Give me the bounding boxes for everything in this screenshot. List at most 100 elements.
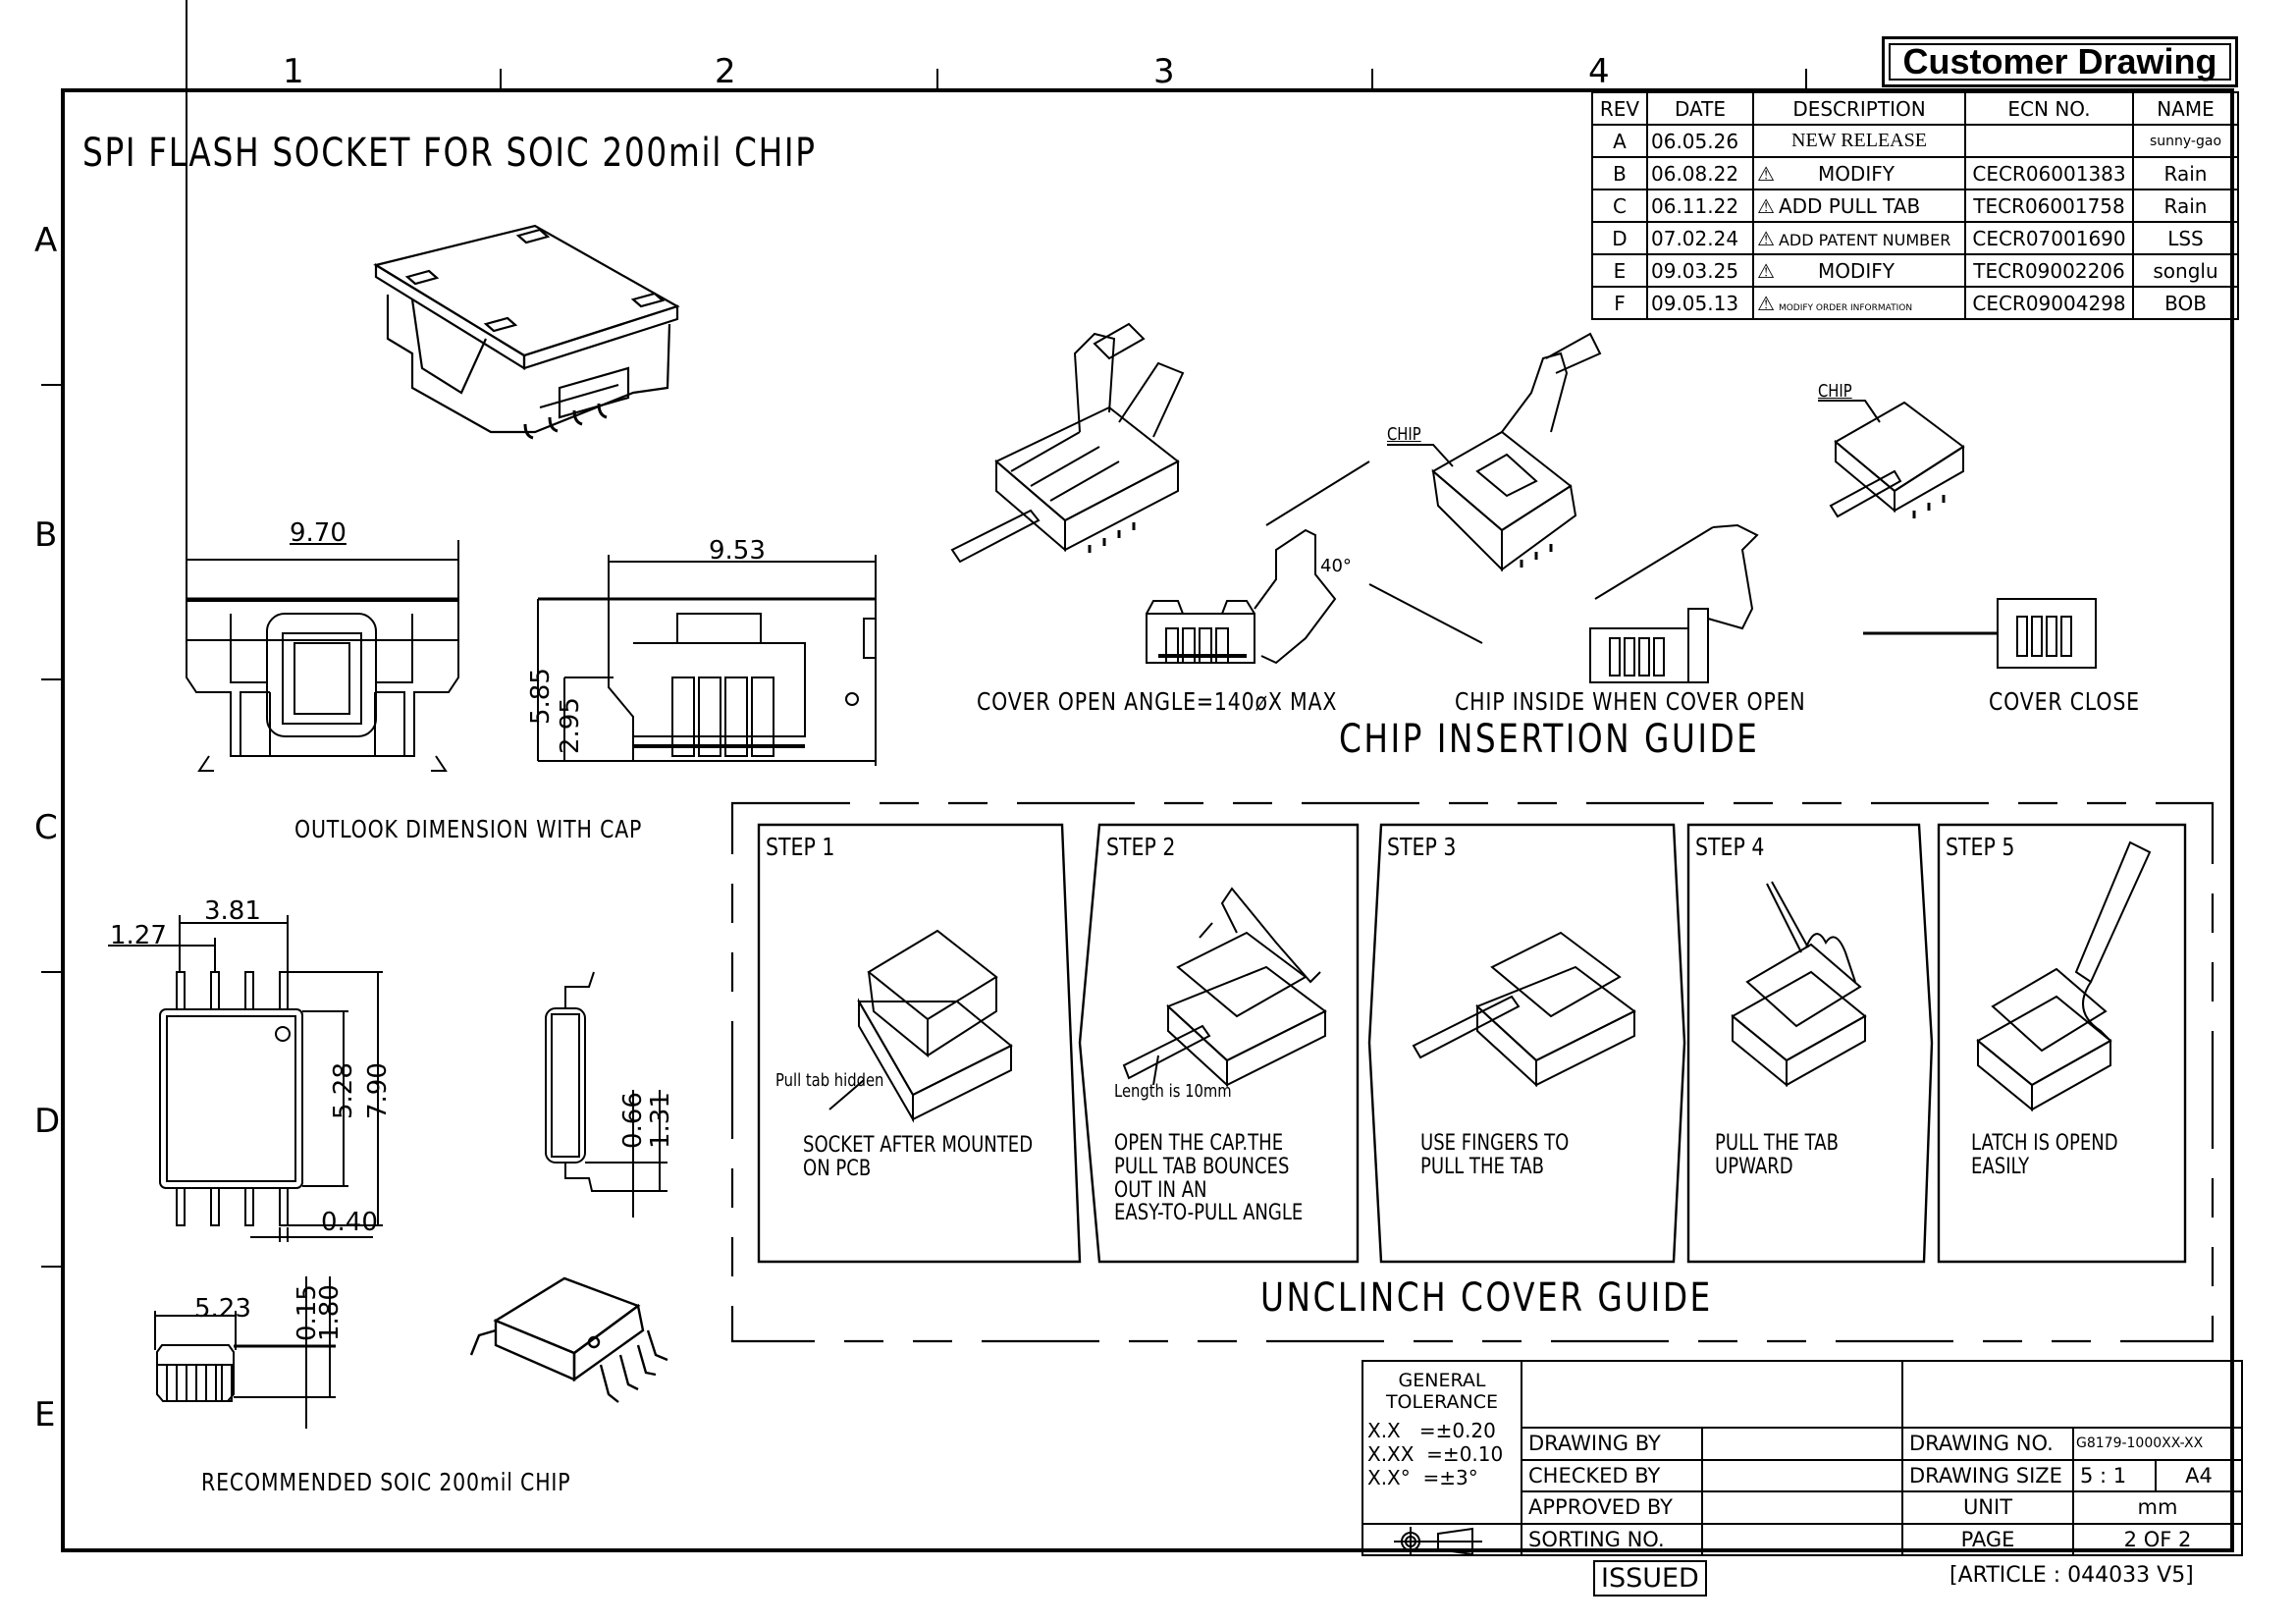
rev-ecn: TECR09002206 bbox=[1964, 253, 2134, 288]
grid-column-2: 2 bbox=[715, 52, 736, 91]
rev-name: LSS bbox=[2132, 221, 2239, 255]
dim-pitch: 1.27 bbox=[110, 921, 167, 950]
unit-value: mm bbox=[2072, 1490, 2243, 1525]
rev-name: sunny-gao bbox=[2132, 124, 2239, 158]
dim-height-total: 5.85 bbox=[526, 668, 556, 725]
rev-code: F bbox=[1591, 286, 1648, 320]
step-2-description: OPEN THE CAP.THE PULL TAB BOUNCES OUT IN… bbox=[1114, 1132, 1303, 1225]
rev-date: 09.05.13 bbox=[1646, 286, 1754, 320]
revision-row: F 09.05.13 ⚠MODIFY ORDER INFORMATION CEC… bbox=[1591, 286, 2239, 320]
socket-isometric-drawing bbox=[373, 224, 680, 440]
header-ecn: ECN NO. bbox=[1964, 91, 2134, 126]
step-2-line: OPEN THE CAP.THE bbox=[1114, 1131, 1284, 1156]
dim-lead-thickness: 0.66 bbox=[618, 1092, 648, 1149]
insertion-caption-chip-inside: CHIP INSIDE WHEN COVER OPEN bbox=[1455, 687, 1806, 716]
tolerance-angle: X.X° =±3° bbox=[1367, 1466, 1478, 1489]
angle-label: 40° bbox=[1320, 556, 1352, 576]
tolerance-one-decimal: X.X =±0.20 bbox=[1367, 1419, 1496, 1442]
cover-close-side-view bbox=[1863, 598, 2097, 669]
step-2-line: EASY-TO-PULL ANGLE bbox=[1114, 1201, 1304, 1226]
blank-cell-right bbox=[1901, 1360, 2243, 1429]
step-3-line: USE FINGERS TO bbox=[1420, 1131, 1570, 1156]
grid-row-e: E bbox=[34, 1395, 56, 1435]
step-4-illustration bbox=[1731, 881, 1867, 1088]
rev-date: 07.02.24 bbox=[1646, 221, 1754, 255]
tolerance-title-1: GENERAL bbox=[1398, 1370, 1486, 1391]
step-3-illustration bbox=[1412, 931, 1636, 1088]
unclinch-guide-frame bbox=[730, 801, 2215, 1343]
chip-caption: RECOMMENDED SOIC 200mil CHIP bbox=[201, 1468, 571, 1496]
insertion-caption-open-angle: COVER OPEN ANGLE=140øX MAX bbox=[977, 687, 1338, 716]
rev-ecn bbox=[1964, 124, 2134, 158]
soic-front-view bbox=[154, 1276, 336, 1429]
dim-front-width: 9.70 bbox=[290, 518, 347, 548]
rev-ecn: CECR09004298 bbox=[1964, 286, 2134, 320]
warning-triangle-icon: ⚠ bbox=[1757, 226, 1775, 250]
unclinch-guide-title: UNCLINCH COVER GUIDE bbox=[1260, 1275, 1713, 1321]
dim-body-length: 5.23 bbox=[194, 1294, 251, 1324]
rev-name: Rain bbox=[2132, 189, 2239, 223]
drawing-no-value: G8179-1000XX-XX bbox=[2072, 1427, 2243, 1461]
grid-row-d: D bbox=[34, 1102, 61, 1141]
chip-label-1: CHIP bbox=[1387, 424, 1421, 445]
rev-date: 06.05.26 bbox=[1646, 124, 1754, 158]
title-block-table: GENERAL TOLERANCE X.X =±0.20 X.XX =±0.10… bbox=[1362, 1360, 2243, 1556]
header-name: NAME bbox=[2132, 91, 2239, 126]
step-5-illustration bbox=[1976, 840, 2152, 1112]
drawing-frame bbox=[41, 69, 2234, 1552]
rev-description: MODIFY ORDER INFORMATION bbox=[1778, 302, 1913, 313]
soic-isometric bbox=[469, 1276, 668, 1403]
drawing-title: SPI FLASH SOCKET FOR SOIC 200mil CHIP bbox=[82, 131, 817, 176]
revision-table-header: REV DATE DESCRIPTION ECN NO. NAME bbox=[1591, 91, 2239, 126]
rev-code: C bbox=[1591, 189, 1648, 223]
page-label: PAGE bbox=[1901, 1522, 2074, 1556]
rev-description: MODIFY bbox=[1817, 161, 1895, 186]
general-tolerance-cell: GENERAL TOLERANCE X.X =±0.20 X.XX =±0.10… bbox=[1362, 1360, 1522, 1525]
rev-code: D bbox=[1591, 221, 1648, 255]
rev-name: songlu bbox=[2132, 253, 2239, 288]
rev-description: ADD PULL TAB bbox=[1778, 193, 1921, 218]
chip-label-2: CHIP bbox=[1818, 381, 1852, 402]
approved-by-value bbox=[1701, 1490, 1903, 1525]
warning-triangle-icon: ⚠ bbox=[1757, 258, 1775, 283]
dim-total-width: 7.90 bbox=[363, 1062, 393, 1119]
step-2-line: OUT IN AN bbox=[1114, 1177, 1207, 1203]
header-date: DATE bbox=[1646, 91, 1754, 126]
sorting-no-label: SORTING NO. bbox=[1521, 1522, 1703, 1556]
warning-triangle-icon: ⚠ bbox=[1757, 161, 1775, 186]
rev-description-cell: ⚠ADD PATENT NUMBER bbox=[1752, 221, 1966, 255]
article-number: [ARTICLE : 044033 V5] bbox=[1949, 1563, 2194, 1588]
drawing-scale: 5 : 1 bbox=[2072, 1458, 2157, 1492]
step-1-note: Pull tab hidden bbox=[775, 1070, 884, 1091]
header-description: DESCRIPTION bbox=[1752, 91, 1966, 126]
chip-insertion-open-view bbox=[950, 322, 1185, 564]
rev-description-cell: ⚠ADD PULL TAB bbox=[1752, 189, 1966, 223]
dim-total-height: 1.80 bbox=[315, 1284, 345, 1341]
dim-lead-width: 0.40 bbox=[321, 1208, 378, 1237]
step-1-illustration bbox=[828, 929, 1013, 1123]
projection-symbol-cell bbox=[1362, 1522, 1522, 1556]
step-2-note: Length is 10mm bbox=[1114, 1081, 1232, 1102]
issued-stamp: ISSUED bbox=[1593, 1560, 1707, 1597]
revision-table: REV DATE DESCRIPTION ECN NO. NAME A 06.0… bbox=[1591, 91, 2239, 320]
step-5-description: LATCH IS OPEND EASILY bbox=[1971, 1132, 2118, 1179]
rev-code: A bbox=[1591, 124, 1648, 158]
chip-leader-1 bbox=[1387, 444, 1454, 467]
grid-row-b: B bbox=[34, 515, 58, 555]
chip-inside-view bbox=[1431, 332, 1602, 572]
step-1-label: STEP 1 bbox=[766, 833, 835, 861]
rev-code: E bbox=[1591, 253, 1648, 288]
drawing-size-label: DRAWING SIZE bbox=[1901, 1458, 2074, 1492]
checked-by-value bbox=[1701, 1458, 1903, 1492]
rev-description-cell: ⚠MODIFY ORDER INFORMATION bbox=[1752, 286, 1966, 320]
step-5-label: STEP 5 bbox=[1946, 833, 2015, 861]
unit-label: UNIT bbox=[1901, 1490, 2074, 1525]
rev-description-cell: ⚠MODIFY bbox=[1752, 253, 1966, 288]
step-4-line: PULL THE TAB bbox=[1715, 1131, 1839, 1156]
chip-leader-2 bbox=[1818, 400, 1881, 423]
header-rev: REV bbox=[1591, 91, 1648, 126]
revision-row: C 06.11.22 ⚠ADD PULL TAB TECR06001758 Ra… bbox=[1591, 189, 2239, 223]
chip-inside-side-view bbox=[1589, 523, 1759, 683]
rev-description-cell: ⚠ MODIFY bbox=[1752, 156, 1966, 190]
